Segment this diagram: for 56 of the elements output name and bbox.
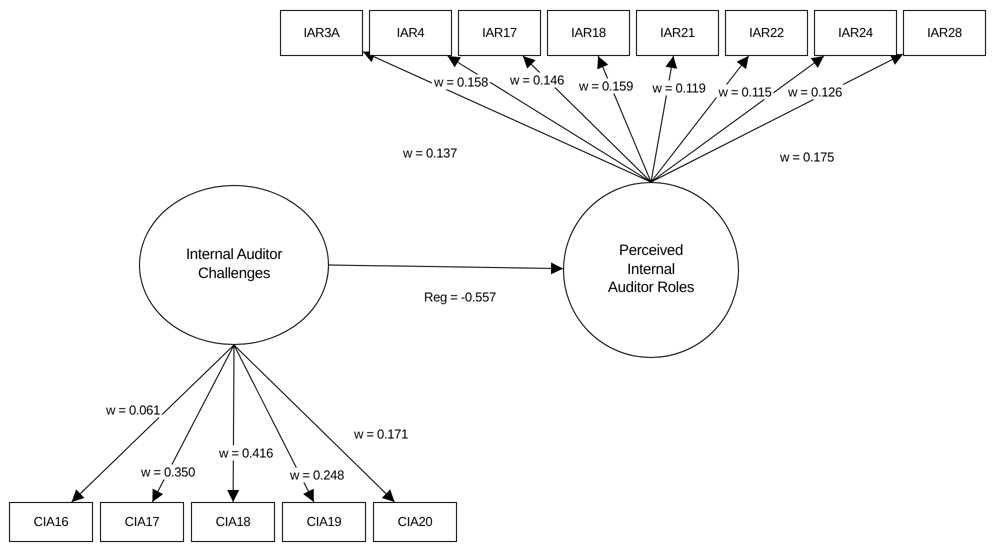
node-label: IAR24 [838, 24, 873, 42]
edge-label: Reg = -0.557 [422, 290, 498, 304]
node-label: IAR22 [749, 24, 784, 42]
edge-label: w = 0.416 [216, 446, 276, 460]
indicator-box [9, 502, 93, 542]
arrow [227, 344, 240, 502]
edge-label: w = 0.146 [508, 72, 566, 88]
edge-label: w = 0.115 [716, 84, 774, 100]
indicator-box [814, 10, 897, 56]
edge-label: w = 0.119 [650, 80, 708, 96]
indicator-box [725, 10, 808, 56]
arrow [650, 56, 750, 182]
node-label: CIA18 [216, 514, 250, 530]
arrow [328, 262, 564, 274]
indicator-box [458, 10, 541, 56]
edge-label: w = 0.137 [400, 146, 460, 160]
indicator-box [100, 502, 184, 542]
arrow [71, 344, 234, 502]
arrow [597, 56, 652, 182]
node-label: IAR4 [396, 24, 424, 42]
arrow [447, 56, 652, 182]
arrow [234, 344, 314, 502]
node-label: IAR21 [660, 24, 695, 42]
node-label: Internal Auditor Challenges [184, 246, 284, 284]
edge-label: w = 0.159 [576, 78, 636, 94]
indicator-box [369, 10, 452, 56]
edge-label: w = 0.248 [288, 468, 346, 482]
edge-label: w = 0.158 [432, 74, 490, 90]
indicator-box [547, 10, 630, 56]
node-label: Perceived Internal Auditor Roles [606, 242, 696, 298]
edge-label: w = 0.175 [778, 150, 836, 164]
arrow [234, 344, 396, 502]
arrow [522, 56, 652, 182]
node-label: CIA19 [306, 514, 342, 530]
node-label: IAR3A [303, 24, 340, 42]
indicator-box [636, 10, 719, 56]
node-label: CIA17 [124, 514, 160, 530]
edge-label: w = 0.350 [138, 464, 198, 480]
node-label: IAR17 [482, 24, 517, 42]
indicator-box [191, 502, 275, 542]
node-label: IAR28 [927, 24, 962, 42]
arrow [152, 344, 234, 502]
arrow [650, 54, 904, 182]
node-label: CIA20 [398, 514, 432, 530]
edge-label: w = 0.061 [104, 402, 162, 418]
arrow [650, 56, 824, 182]
indicator-box [280, 10, 363, 56]
edge-label: w = 0.171 [352, 426, 410, 442]
edge-label: w = 0.126 [786, 84, 844, 100]
arrow [650, 56, 678, 182]
node-label: IAR18 [571, 24, 606, 42]
indicator-box [282, 502, 366, 542]
indicator-box [373, 502, 457, 542]
indicator-box [903, 10, 986, 56]
node-label: CIA16 [34, 514, 68, 530]
arrow [362, 51, 652, 182]
